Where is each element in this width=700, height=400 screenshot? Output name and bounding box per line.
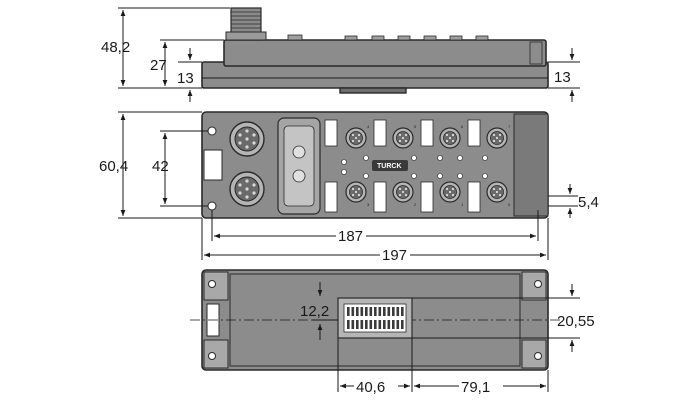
dim-top-height: 60,4 xyxy=(99,158,128,175)
io-port: 3 xyxy=(345,181,370,207)
io-port-number: 6 xyxy=(461,124,464,129)
connector-pin xyxy=(347,307,350,316)
connector-pin xyxy=(401,320,404,329)
connector-pin xyxy=(387,320,391,329)
mount-hole-bottom-left xyxy=(207,201,217,211)
mount-hole-top-left xyxy=(207,126,217,136)
connector-pin xyxy=(351,320,355,329)
side-view: 48,2 27 13 13 xyxy=(101,7,580,102)
connector-pin xyxy=(351,307,355,316)
io-port-number: 1 xyxy=(461,202,464,207)
io-port-number: 2 xyxy=(414,202,417,207)
io-port-number: 3 xyxy=(367,202,370,207)
connector-pin xyxy=(356,320,359,329)
io-port: 0 xyxy=(486,181,511,207)
dim-connector-offset-right: 20,55 xyxy=(557,313,595,330)
connector-pins xyxy=(347,307,404,329)
bottom-view: 12,2 20,55 40,6 79,1 xyxy=(190,269,595,396)
io-port-number: 5 xyxy=(414,124,417,129)
connector-pin xyxy=(360,320,364,329)
io-port: 5 xyxy=(392,124,417,149)
bottom-connector xyxy=(337,297,413,339)
connector-pin xyxy=(374,320,377,329)
connector-pin xyxy=(378,307,382,316)
dim-base-height-right: 13 xyxy=(554,69,571,86)
connector-pin xyxy=(378,320,382,329)
connector-pin xyxy=(392,320,395,329)
connector-pin xyxy=(401,307,404,316)
connector-pin xyxy=(369,320,373,329)
io-port: 2 xyxy=(392,181,417,207)
dim-connector-offset-vertical: 12,2 xyxy=(300,303,329,320)
io-port-number: 4 xyxy=(367,124,370,129)
connector-pin xyxy=(392,307,395,316)
brand-label: TURCK xyxy=(377,163,402,170)
power-connector-bottom xyxy=(229,171,265,207)
connector-pin xyxy=(387,307,391,316)
connector-pin xyxy=(369,307,373,316)
connector-pin xyxy=(383,307,386,316)
connector-pin xyxy=(374,307,377,316)
dim-hole-spacing-horizontal: 187 xyxy=(338,228,363,245)
io-port: 7 xyxy=(486,124,511,149)
brand-badge xyxy=(372,160,408,171)
io-port: 1 xyxy=(439,181,464,207)
top-view: 4 5 6 7 3 2 1 0 TURCK 60,4 42 5,4 xyxy=(99,111,599,264)
dim-hole-spacing-vertical: 42 xyxy=(152,158,169,175)
dim-base-height-left: 13 xyxy=(177,70,194,87)
connector-pin xyxy=(396,307,400,316)
io-ports: 4 5 6 7 3 2 1 0 xyxy=(345,124,511,207)
io-port-number: 0 xyxy=(508,202,511,207)
dim-connector-to-edge: 79,1 xyxy=(461,379,490,396)
dim-connector-width: 40,6 xyxy=(356,379,385,396)
dim-total-height: 48,2 xyxy=(101,39,130,56)
connector-pin xyxy=(360,307,364,316)
dim-hole-offset: 5,4 xyxy=(578,194,599,211)
io-port-number: 7 xyxy=(508,124,511,129)
connector-pin xyxy=(356,307,359,316)
dim-total-length: 197 xyxy=(382,247,407,264)
connector-pin xyxy=(383,320,386,329)
power-connector-top xyxy=(229,121,265,157)
connector-pin xyxy=(365,307,368,316)
dim-body-height: 27 xyxy=(150,57,167,74)
connector-pin xyxy=(396,320,400,329)
connector-pin xyxy=(347,320,350,329)
io-port: 4 xyxy=(345,124,370,149)
connector-pin xyxy=(365,320,368,329)
io-port: 6 xyxy=(439,124,464,149)
